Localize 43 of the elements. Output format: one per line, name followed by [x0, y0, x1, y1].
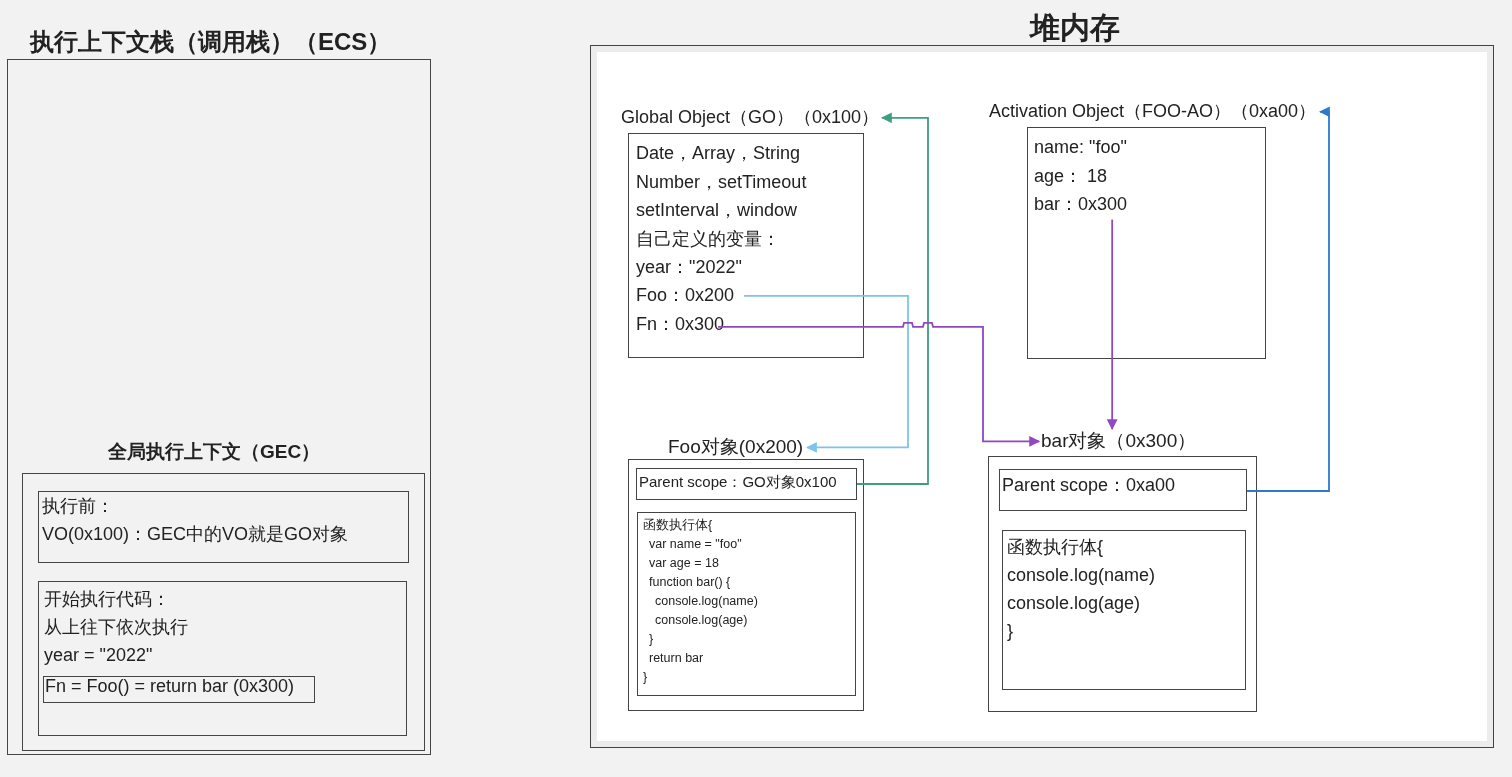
code-line: 函数执行体{	[643, 518, 713, 533]
text-line: Parent scope：GO对象0x100	[639, 473, 837, 491]
code-line: console.log(name)	[1007, 565, 1156, 587]
code-line: function bar() {	[649, 575, 731, 590]
box-heading: 堆内存	[1030, 10, 1120, 46]
text-line: year："2022"	[636, 257, 742, 279]
arrow	[717, 321, 1041, 447]
code-line: var name = "foo"	[649, 537, 742, 552]
text-line: 从上往下依次执行	[44, 617, 188, 639]
pointer-text: Fn：0x300	[636, 314, 725, 336]
text-line: VO(0x100)：GEC中的VO就是GO对象	[42, 524, 349, 546]
text-line: 自己定义的变量：	[636, 228, 780, 251]
code-line: 函数执行体{	[1007, 537, 1103, 559]
text-line: Date，Array，String	[636, 143, 801, 165]
code-line: }	[1007, 621, 1013, 643]
arrow	[1106, 218, 1118, 431]
text-line: 执行前：	[42, 496, 114, 518]
code-line: }	[643, 670, 648, 685]
text-line: name: "foo"	[1034, 137, 1127, 159]
text-line: age： 18	[1034, 165, 1108, 188]
pointer-text: bar：0x300	[1034, 194, 1128, 216]
code-line: var age = 18	[649, 556, 719, 571]
arrow	[743, 294, 909, 453]
box-heading: 全局执行上下文（GEC）	[108, 441, 321, 464]
box-heading: Global Object（GO）（0x100）	[621, 107, 880, 129]
text-line: setInterval，window	[636, 200, 798, 222]
arrow	[1246, 106, 1330, 492]
arrow	[856, 112, 929, 485]
box-heading: Foo对象(0x200)	[668, 436, 804, 459]
text-line: year = "2022"	[44, 645, 153, 667]
code-line: console.log(name)	[655, 594, 758, 609]
code-line: console.log(age)	[655, 613, 748, 628]
code-line: console.log(age)	[1007, 593, 1141, 615]
box-heading: Activation Object（FOO-AO）（0xa00）	[989, 101, 1317, 123]
box-heading: 执行上下文栈（调用栈）（ECS）	[30, 28, 392, 57]
text-line: Parent scope：0xa00	[1002, 475, 1176, 497]
text-line: Fn = Foo() = return bar (0x300)	[45, 676, 295, 698]
text-line: 开始执行代码：	[44, 589, 170, 611]
box-heading: bar对象（0x300）	[1041, 430, 1197, 453]
pointer-text: Foo：0x200	[636, 285, 735, 307]
code-line: return bar	[649, 651, 704, 666]
text-line: Number，setTimeout	[636, 171, 807, 194]
code-line: }	[649, 632, 654, 647]
